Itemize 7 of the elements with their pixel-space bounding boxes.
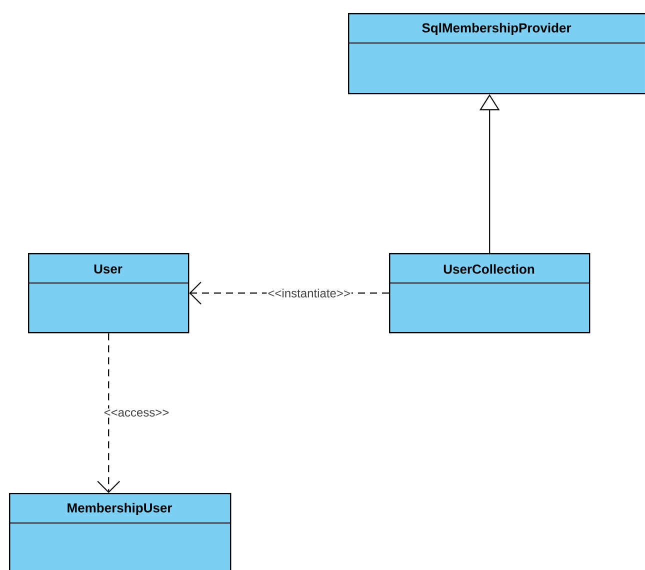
edge-label: <<instantiate>>	[268, 288, 350, 298]
edge-label: <<access>>	[104, 410, 169, 417]
arrow	[97, 333, 120, 493]
class-box: User	[28, 253, 190, 334]
class-box: MembershipUser	[8, 492, 232, 570]
class-box: SqlMembershipProvider	[348, 13, 645, 94]
class-box: UserCollection	[388, 253, 590, 334]
